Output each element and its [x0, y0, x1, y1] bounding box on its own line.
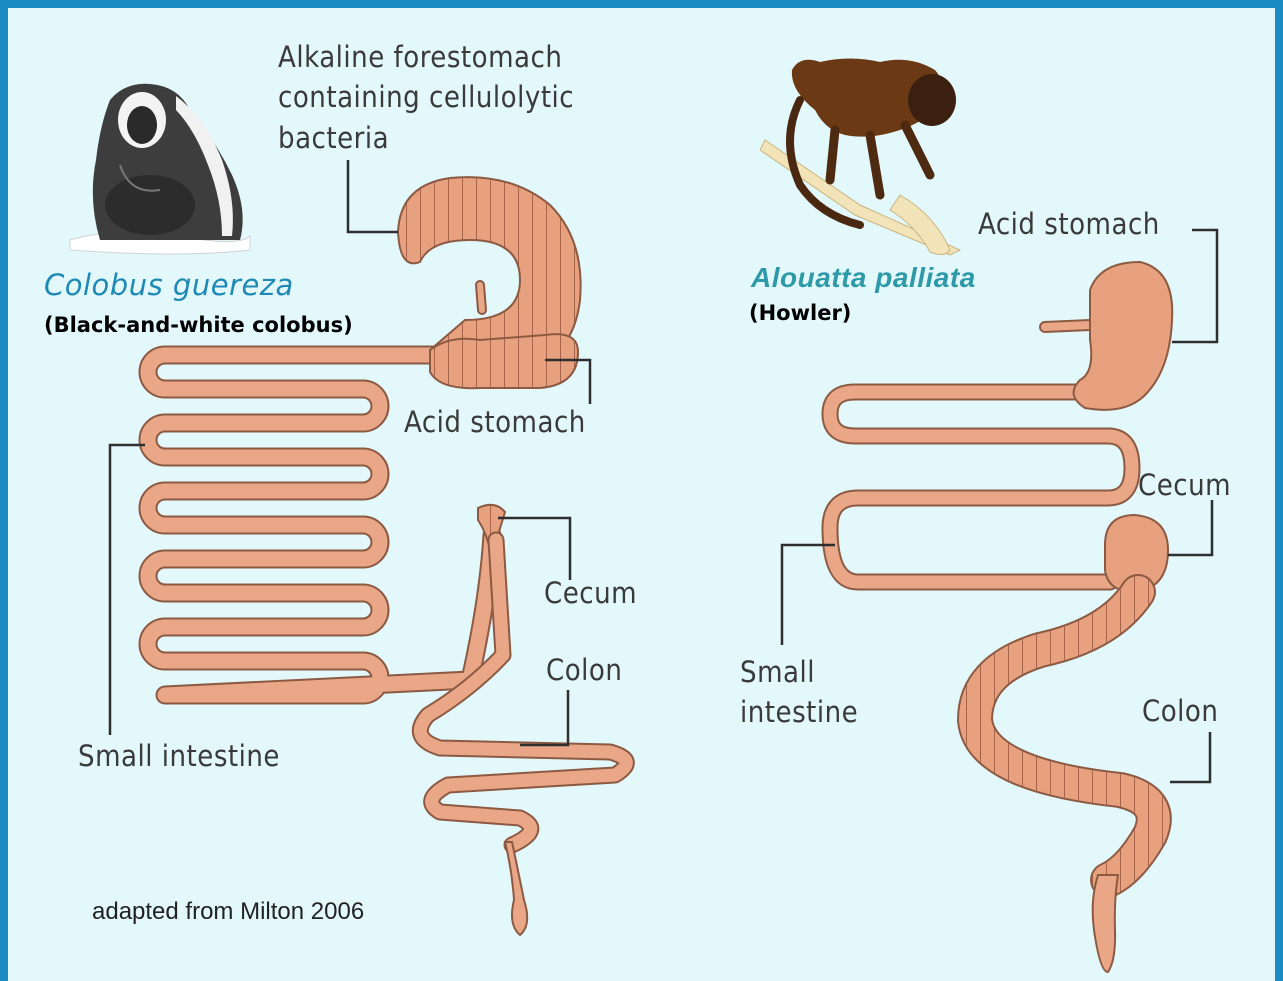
howler-small-intestine-label-line-1: Small	[740, 655, 815, 689]
colobus-species-name: Colobus guereza	[44, 268, 294, 302]
colobus-small-intestine-label: Small intestine	[78, 739, 280, 773]
colobus-colon-label: Colon	[546, 653, 622, 687]
howler-species-name: Alouatta palliata	[750, 262, 976, 293]
howler-gut	[830, 262, 1172, 972]
howler-rectum	[1093, 875, 1118, 972]
forestomach-label-line-2: containing cellulolytic	[278, 80, 574, 114]
forestomach-label-line-3: bacteria	[278, 121, 389, 155]
howler-acid-stomach	[1074, 262, 1173, 410]
colobus-monkey-illustration	[70, 84, 250, 254]
howler-colon-label: Colon	[1142, 694, 1218, 728]
howler-small-intestine-label-line-2: intestine	[740, 695, 858, 729]
colobus-rectum	[505, 842, 527, 935]
colobus-common-name: (Black-and-white colobus)	[44, 313, 353, 337]
howler-common-name: (Howler)	[749, 301, 851, 325]
colobus-acid-stomach-label: Acid stomach	[404, 405, 586, 439]
credit-text: adapted from Milton 2006	[92, 898, 364, 925]
forestomach-label-line-1: Alkaline forestomach	[278, 40, 562, 74]
howler-monkey-illustration	[760, 59, 960, 256]
colobus-cecum-label: Cecum	[544, 576, 637, 610]
howler-cecum-label: Cecum	[1138, 468, 1231, 502]
howler-acid-stomach-label: Acid stomach	[978, 207, 1160, 241]
